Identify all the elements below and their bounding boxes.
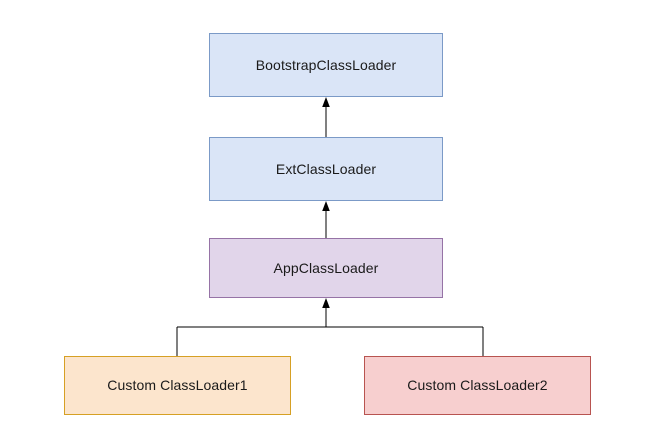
node-bootstrap-classloader-label: BootstrapClassLoader <box>255 56 397 73</box>
node-custom-classloader1-label: Custom ClassLoader1 <box>107 377 248 394</box>
edge-app-to-ext <box>322 201 330 238</box>
node-custom-classloader2[interactable]: Custom ClassLoader2 <box>364 356 591 415</box>
node-app-classloader[interactable]: AppClassLoader <box>209 238 443 298</box>
edge-ext-to-bootstrap <box>322 97 330 137</box>
node-ext-classloader-label: ExtClassLoader <box>275 160 377 177</box>
node-bootstrap-classloader[interactable]: BootstrapClassLoader <box>209 33 443 97</box>
node-ext-classloader[interactable]: ExtClassLoader <box>209 137 443 201</box>
node-custom-classloader2-label: Custom ClassLoader2 <box>407 377 548 394</box>
edge-customs-to-app <box>176 298 484 356</box>
node-custom-classloader1[interactable]: Custom ClassLoader1 <box>64 356 291 415</box>
node-app-classloader-label: AppClassLoader <box>273 259 379 276</box>
